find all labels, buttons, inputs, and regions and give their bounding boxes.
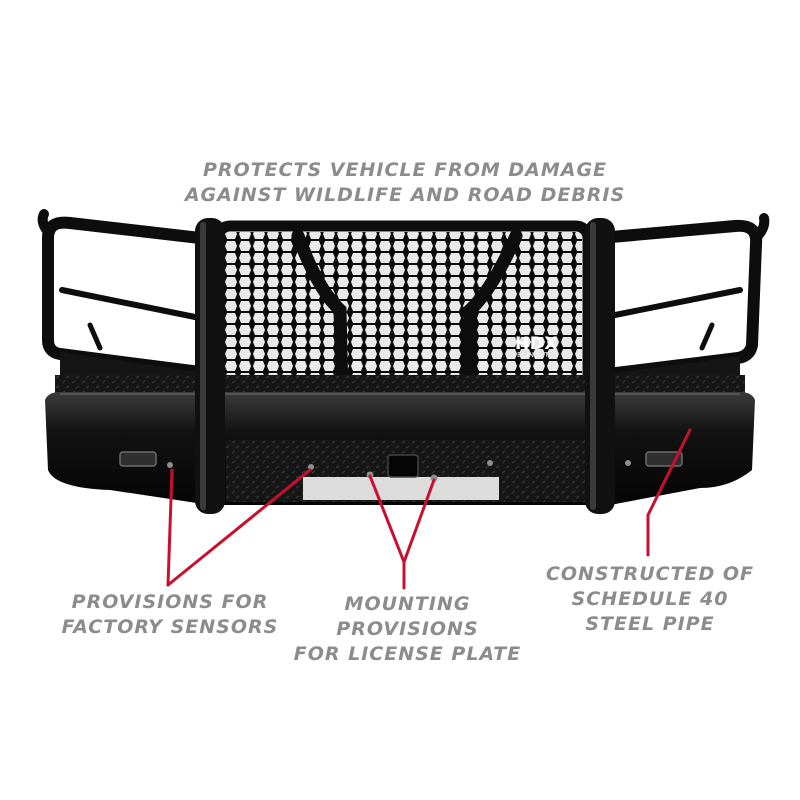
callout-protects-vehicle: PROTECTS VEHICLE FROM DAMAGE AGAINST WIL… [150, 158, 660, 208]
callout-line: SCHEDULE 40 [571, 588, 729, 610]
callout-line: FOR LICENSE PLATE [293, 643, 522, 665]
callout-line: STEEL PIPE [585, 613, 715, 635]
left-wing-guard [37, 209, 206, 378]
callout-line: AGAINST WILDLIFE AND ROAD DEBRIS [184, 184, 626, 206]
callout-line: PROTECTS VEHICLE FROM DAMAGE [202, 159, 608, 181]
leader-sensor-left [166, 468, 174, 587]
callout-line: CONSTRUCTED OF [545, 563, 755, 585]
callout-license-plate: MOUNTING PROVISIONS FOR LICENSE PLATE [285, 592, 530, 667]
callout-factory-sensors: PROVISIONS FOR FACTORY SENSORS [55, 590, 285, 640]
leader-lines [166, 428, 692, 590]
badge-main-text: HDX [515, 334, 558, 354]
right-upright [585, 218, 615, 514]
callout-steel-pipe: CONSTRUCTED OF SCHEDULE 40 STEEL PIPE [545, 562, 755, 637]
callout-line: FACTORY SENSORS [61, 616, 279, 638]
callout-line: PROVISIONS FOR [71, 591, 269, 613]
license-plate-area [303, 477, 499, 500]
left-upright [195, 218, 225, 514]
grille-mesh [222, 232, 582, 394]
leader-plate-left [368, 474, 406, 564]
grille-bars [291, 229, 523, 401]
tow-receiver [387, 454, 419, 478]
hdx-bandit-badge: HDX BANDIT [503, 334, 565, 360]
fog-light-cutouts [119, 451, 683, 467]
leader-pipe [646, 428, 692, 557]
leader-plate-right [402, 478, 436, 564]
badge-sub-text: BANDIT [517, 351, 550, 359]
leader-sensor-right [166, 468, 312, 587]
right-wing-guard [594, 213, 770, 381]
callout-line: MOUNTING PROVISIONS [336, 593, 479, 640]
